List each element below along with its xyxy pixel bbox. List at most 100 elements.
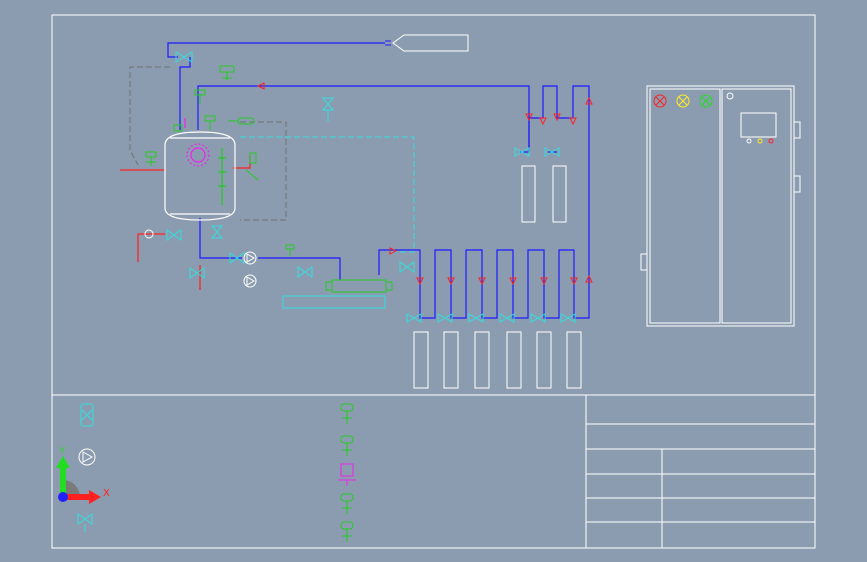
pumps [144,229,257,288]
butterfly-valve-icon [530,313,546,323]
legend-symbols [78,403,356,542]
flow-arrow [585,96,593,105]
instruments [145,65,295,256]
butterfly-valve-icon [399,261,415,273]
heat-exchanger [282,279,393,309]
pressure-gauge-icon [194,89,206,104]
flow-arrow [570,277,578,286]
flow-arrow [416,277,424,286]
cabinet-handle [640,253,648,271]
pump-icon [243,251,257,265]
butterfly-valve-icon [175,51,193,63]
gray-dashed-loop [129,66,170,166]
blue-piping [167,42,590,319]
axis-y-label: Y [58,446,66,457]
indicator-lamp-yellow-icon [676,94,690,108]
cabinet-hinge [793,175,801,193]
panel-button-yellow [757,138,763,144]
cabinet-outline [646,85,795,327]
feed-down [179,57,191,130]
butterfly-valve-icon [560,313,576,323]
indicator-lamp-green-icon [699,94,713,108]
butterfly-valve-icon [437,313,453,323]
drawing-frame [51,14,816,549]
flow-arrow [256,82,265,90]
ucs-y-arm [60,464,66,497]
exchanger-body [331,279,387,293]
indicator-lamp-red-icon [653,94,667,108]
flow-arrows [256,82,593,286]
valves [166,51,576,323]
pressure-gauge-icon [228,117,255,125]
pressure-gauge-icon [245,152,259,181]
axis-x-label: X [103,488,110,499]
dashed-boundaries [129,66,415,253]
pressure-gauge-icon [340,435,354,456]
flow-arrow [509,277,517,286]
vessel [474,331,490,389]
flow-arrow [569,117,577,126]
butterfly-valve-icon [406,313,422,323]
flow-arrow [478,277,486,286]
vessel [566,331,582,389]
panel-button-red [768,138,774,144]
flow-arrow [585,274,593,283]
agitator-icon [186,143,210,167]
lower-header [378,152,590,319]
butterfly-valve-icon [210,225,224,239]
flow-arrow [447,277,455,286]
cabinet-display-panel [740,112,777,138]
red-piping [120,118,251,290]
lower-vessels [413,331,582,389]
flow-arrow [540,277,548,286]
flow-arrow [525,113,533,122]
cabinet-key-icon [726,92,734,100]
butterfly-valve-icon [499,313,515,323]
pressure-gauge-icon [173,124,183,132]
cabinet-door-right [721,88,792,324]
flow-arrow [553,113,561,122]
top-feed-line [167,42,385,58]
butterfly-valve-icon [166,229,182,241]
pressure-gauge-icon [219,65,235,80]
sampling-valve-icon [338,463,356,486]
control-cabinet [640,85,801,327]
flow-arrow [539,117,547,126]
ucs-axis-icon: Y X [56,446,110,532]
vessel [506,331,522,389]
reactor-tank [164,131,236,221]
pump-discharge [258,257,341,280]
upper-vessels [521,165,567,223]
pressure-gauge-icon [340,493,354,514]
return-header [197,85,530,152]
ucs-quadrant [63,480,80,497]
vessel [443,331,459,389]
pump-icon [78,448,96,466]
tank-body [164,131,236,221]
tank-bottom-line [199,218,242,259]
cabinet-hinge [793,121,801,139]
cyan-dashed-loop [240,136,415,253]
butterfly-valve-icon [189,267,205,279]
butterfly-valve-icon [80,403,94,427]
inlet-tag [385,34,469,52]
drain-valve [144,229,154,239]
pump-icon [243,274,257,288]
butterfly-valve-icon [514,147,530,157]
vessel [552,165,567,223]
cooling-loop-upper [528,85,590,152]
pressure-gauge-icon [204,115,216,130]
vessel [536,331,552,389]
cabinet-door-left [649,88,721,324]
butterfly-valve-icon [77,513,93,532]
level-gauge [218,148,226,205]
inlet-tag-shape [392,34,469,52]
pressure-gauge-icon [145,151,157,166]
flow-arrow [389,247,398,255]
drain-red [137,233,165,262]
pressure-gauge-icon [340,521,354,542]
ucs-x-arm [63,494,91,500]
gray-dashed-right [240,121,287,221]
